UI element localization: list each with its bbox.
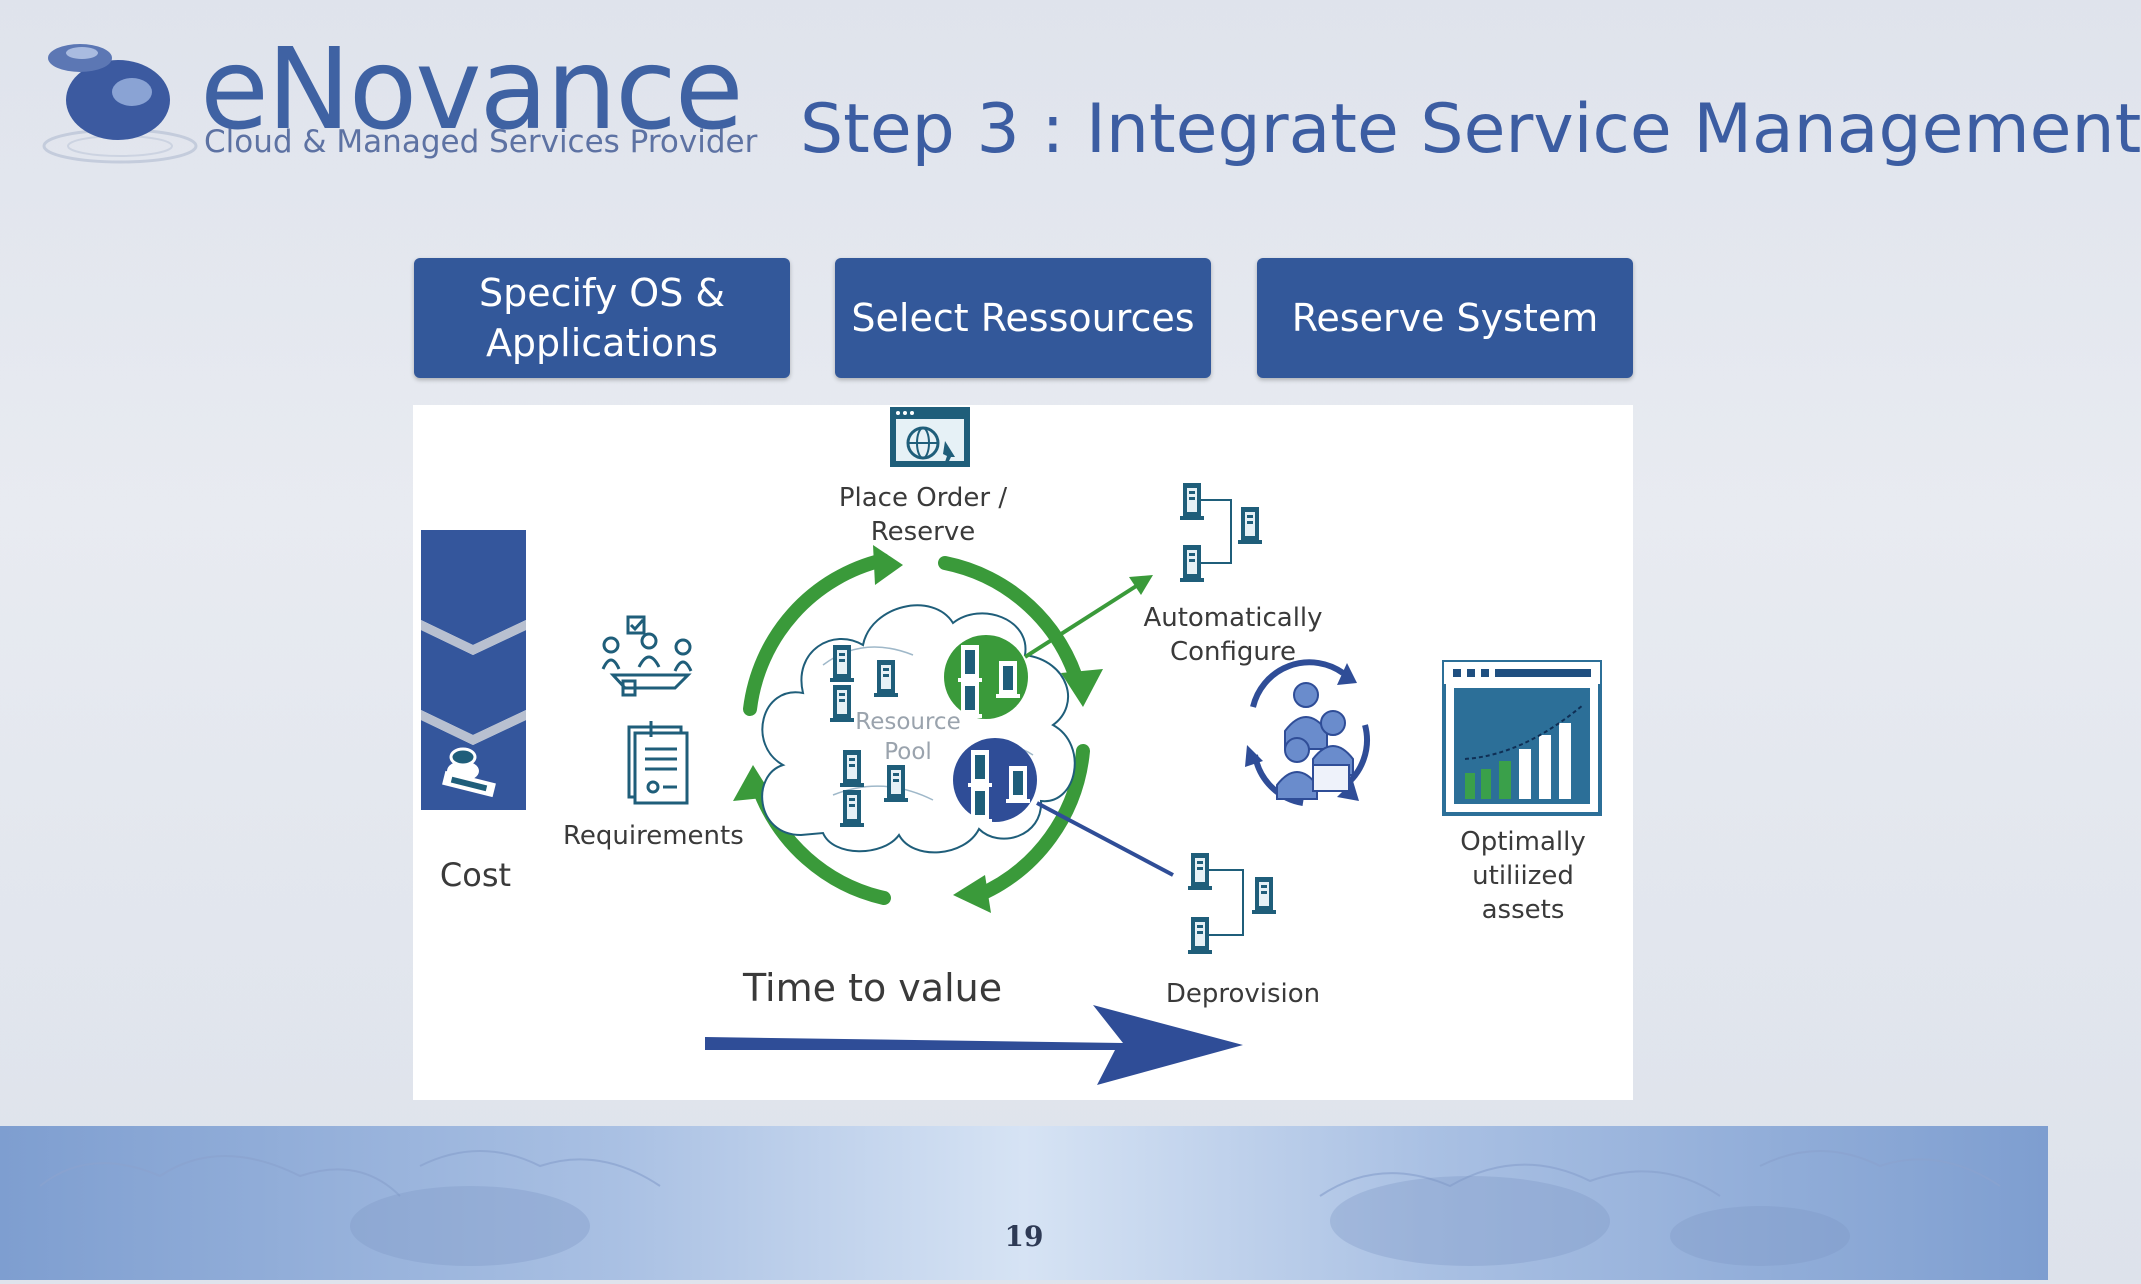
deprovision-servers-icon: [1188, 853, 1276, 954]
step-reserve-system-box: Reserve System: [1257, 258, 1633, 378]
people-cycle-icon: [1245, 659, 1370, 806]
meeting-people-icon: [601, 615, 693, 697]
optimal-assets-line2: utiliized: [1472, 861, 1574, 891]
optimal-assets-line1: Optimally: [1460, 827, 1586, 857]
auto-configure-line2: Configure: [1169, 637, 1296, 667]
place-order-label: Place Order / Reserve: [823, 481, 1023, 549]
optimal-assets-label: Optimally utiliized assets: [1433, 825, 1613, 927]
footer-world-clouds: [39, 1150, 2001, 1266]
logo-tagline: Cloud & Managed Services Provider: [204, 124, 758, 160]
resource-pool-label: Resource Pool: [843, 707, 973, 767]
place-order-line2: Reserve: [870, 517, 976, 547]
document-icon: [627, 721, 689, 805]
time-to-value-label: Time to value: [743, 966, 1003, 1010]
slide-title: Step 3 : Integrate Service Management: [800, 90, 2141, 169]
step-specify-os-line2: Applications: [485, 321, 719, 365]
step-reserve-system-label: Reserve System: [1291, 296, 1599, 340]
page-number: 19: [1004, 1220, 1044, 1253]
configured-servers-icon: [1180, 483, 1262, 582]
cost-chevron-icon: [421, 530, 526, 810]
logo-mark-icon: [42, 44, 198, 164]
resource-pool-line2: Pool: [884, 739, 932, 765]
lifecycle-green-arrows: [743, 553, 1090, 905]
service-lifecycle-diagram: Cost Requirements Place Order / Reserve …: [413, 405, 1633, 1100]
step-specify-os-box: Specify OS & Applications: [414, 258, 790, 378]
requirements-label: Requirements: [563, 821, 744, 851]
footer-band: [0, 1126, 2048, 1280]
step-specify-os-line1: Specify OS &: [478, 271, 726, 315]
optimal-assets-line3: assets: [1481, 895, 1565, 925]
deprovision-label: Deprovision: [1165, 979, 1321, 1009]
cost-label: Cost: [439, 856, 512, 894]
auto-configure-label: Automatically Configure: [1133, 601, 1333, 669]
enovance-logo: eNovance Cloud & Managed Services Provid…: [40, 30, 757, 176]
dashboard-chart-icon: [1442, 660, 1602, 816]
place-order-line1: Place Order /: [838, 483, 1008, 513]
time-to-value-arrow: [705, 1005, 1243, 1085]
step-select-resources-label: Select Ressources: [851, 296, 1195, 340]
auto-configure-line1: Automatically: [1143, 603, 1323, 633]
step-select-resources-box: Select Ressources: [835, 258, 1211, 378]
resource-pool-line1: Resource: [855, 709, 961, 735]
browser-globe-icon: [890, 407, 970, 467]
logo-wordmark: eNovance: [200, 25, 744, 155]
